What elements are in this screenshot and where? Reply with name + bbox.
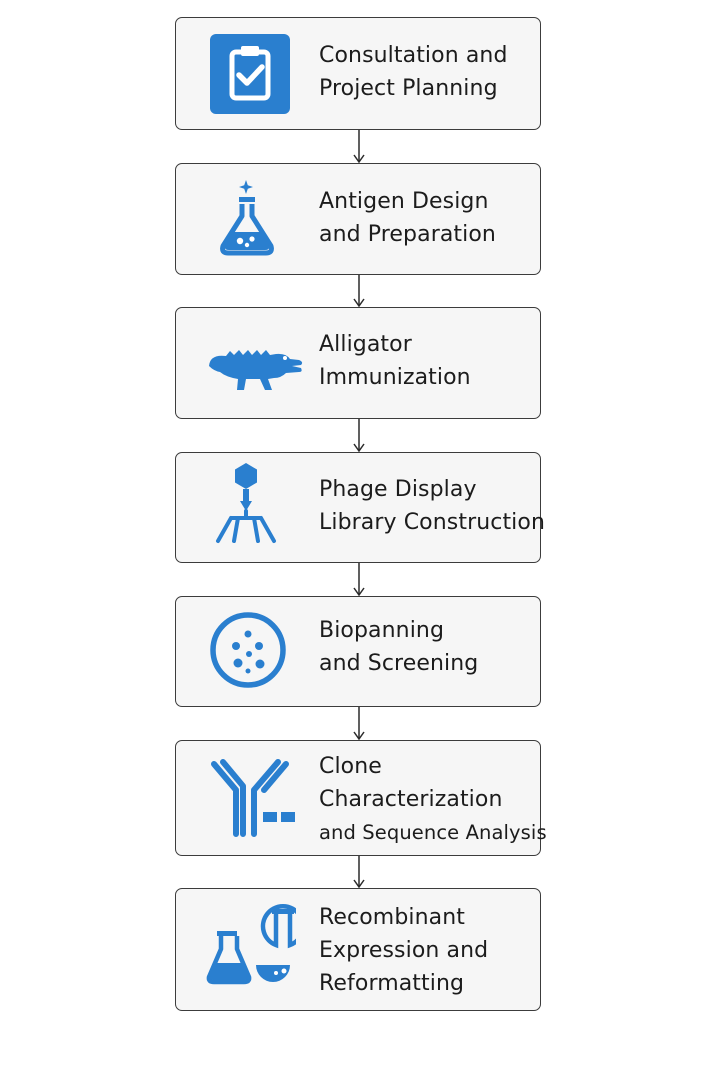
step-antigen-design: Antigen Design and Preparation bbox=[175, 163, 541, 275]
alligator-icon bbox=[206, 319, 306, 407]
step-label: Antigen Design and Preparation bbox=[319, 185, 532, 251]
flow-arrow bbox=[352, 130, 366, 163]
step-recombinant-expression: Recombinant Expression and Reformatting bbox=[175, 888, 541, 1011]
flow-arrow bbox=[352, 419, 366, 452]
step-label: Phage Display Library Construction bbox=[319, 473, 545, 539]
step-label-line: Expression and bbox=[319, 938, 489, 963]
step-label-line: Biopanning bbox=[319, 618, 445, 643]
flow-arrow bbox=[352, 563, 366, 596]
step-clone-characterization: Clone Characterization and Sequence Anal… bbox=[175, 740, 547, 856]
antibody-icon bbox=[206, 754, 306, 842]
step-label-line: Phage Display bbox=[319, 477, 477, 502]
step-label-line: Alligator bbox=[319, 332, 412, 357]
step-label-line: and Sequence Analysis bbox=[319, 821, 547, 844]
step-biopanning: Biopanning and Screening bbox=[175, 596, 541, 707]
step-label-line: Library Construction bbox=[319, 510, 545, 535]
step-label-line: Antigen Design bbox=[319, 189, 489, 214]
petri-dish-icon bbox=[206, 608, 294, 696]
step-label-line: Clone bbox=[319, 754, 382, 779]
flow-arrow bbox=[352, 856, 366, 888]
step-label-line: Recombinant bbox=[319, 905, 465, 930]
step-label: Recombinant Expression and Reformatting bbox=[319, 901, 532, 1000]
step-label-line: Reformatting bbox=[319, 971, 465, 996]
step-consultation: Consultation and Project Planning bbox=[175, 17, 541, 130]
step-label-line: and Preparation bbox=[319, 222, 496, 247]
step-alligator-immunization: Alligator Immunization bbox=[175, 307, 541, 419]
step-label: Consultation and Project Planning bbox=[319, 39, 532, 105]
step-label-line: Consultation and bbox=[319, 43, 508, 68]
flask-sparkle-icon bbox=[206, 176, 294, 264]
flow-arrow bbox=[352, 707, 366, 740]
step-label: Clone Characterization and Sequence Anal… bbox=[319, 750, 547, 849]
flow-arrow bbox=[352, 275, 366, 307]
bacteriophage-icon bbox=[206, 461, 294, 549]
step-label-line: Characterization bbox=[319, 787, 503, 812]
step-label: Biopanning and Screening bbox=[319, 614, 532, 680]
step-label-line: Project Planning bbox=[319, 76, 498, 101]
step-label: Alligator Immunization bbox=[319, 328, 532, 394]
step-label-line: Immunization bbox=[319, 365, 471, 390]
clipboard-check-icon bbox=[206, 30, 294, 118]
step-label-line: and Screening bbox=[319, 651, 479, 676]
flasks-icon bbox=[206, 903, 296, 991]
step-phage-display: Phage Display Library Construction bbox=[175, 452, 545, 563]
